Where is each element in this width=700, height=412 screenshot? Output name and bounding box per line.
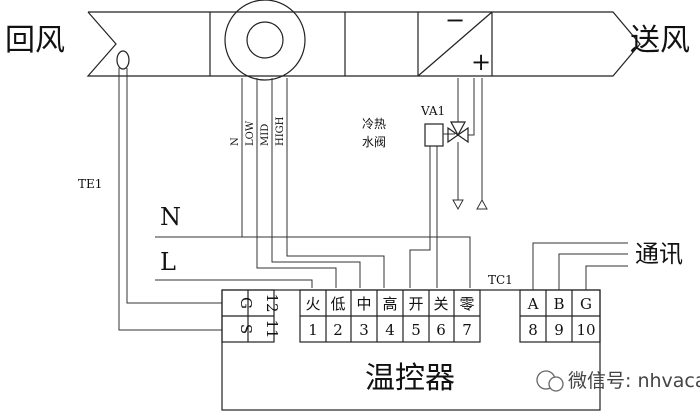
terminal-num-5: 5	[411, 321, 421, 339]
terminal-num-3: 3	[359, 321, 369, 339]
controller-label: 温控器	[365, 361, 455, 396]
valve-id: VA1	[420, 104, 445, 118]
valve-title-line1: 冷热	[362, 117, 386, 131]
wechat-icon	[536, 370, 564, 392]
temperature-sensor-icon	[116, 50, 222, 331]
valve-open-wire	[409, 146, 431, 288]
fan-wire-label-2: LOW	[245, 120, 256, 146]
coil-minus-sign: −	[445, 6, 465, 34]
terminal-name-4: 高	[382, 295, 397, 313]
terminal-name-6: 关	[433, 295, 448, 313]
sensor-terminal-block	[221, 289, 275, 343]
air-duct	[86, 11, 641, 77]
terminal-num-4: 4	[385, 321, 395, 339]
coil-plus-sign: +	[471, 48, 491, 76]
terminal-name-3: 中	[356, 295, 371, 313]
terminal-num-7: 7	[462, 321, 472, 339]
live-line-label: L	[160, 248, 176, 276]
fan-wire-label-4: HIGH	[275, 116, 286, 146]
comm-term-name-a: A	[527, 295, 539, 313]
return-air-label: 回风	[5, 23, 65, 58]
supply-air-label: 送风	[630, 23, 690, 58]
comm-term-num-8: 8	[528, 321, 538, 339]
terminal-num-2: 2	[333, 321, 343, 339]
fan-wire-label-1: N	[230, 137, 241, 146]
comm-terminal-block	[519, 289, 601, 343]
terminal-name-7: 零	[459, 295, 474, 313]
valve-actuator-icon	[424, 123, 455, 147]
live-line	[155, 279, 313, 288]
valve-title-line2: 水阀	[362, 135, 386, 149]
sensor-term-g: G	[237, 297, 255, 309]
sensor-term-s: S	[237, 324, 255, 334]
terminal-name-5: 开	[408, 295, 423, 313]
sensor-term-11: 11	[263, 319, 281, 338]
watermark: 微信号: nhvaca	[568, 370, 700, 392]
three-way-valve-icon	[447, 78, 488, 211]
sensor-id: TE1	[78, 177, 102, 191]
comm-term-name-g: G	[580, 295, 592, 313]
comm-term-num-9: 9	[554, 321, 564, 339]
fan-wires	[241, 78, 471, 288]
terminal-num-6: 6	[436, 321, 446, 339]
fan-wire-label-3: MID	[260, 124, 271, 146]
sensor-term-12: 12	[263, 293, 281, 312]
fan-icon	[224, 0, 306, 81]
comm-label: 通讯	[635, 240, 683, 268]
comm-term-num-10: 10	[576, 321, 595, 339]
coil-icon	[417, 11, 493, 77]
terminal-num-1: 1	[308, 321, 318, 339]
thermostat-id: TC1	[488, 273, 513, 287]
comm-term-name-b: B	[553, 295, 564, 313]
terminal-name-2: 低	[330, 295, 345, 313]
main-terminal-block	[299, 289, 481, 343]
terminal-name-1: 火	[305, 295, 320, 313]
comm-wires	[532, 242, 628, 290]
neutral-line-label: N	[160, 203, 181, 231]
